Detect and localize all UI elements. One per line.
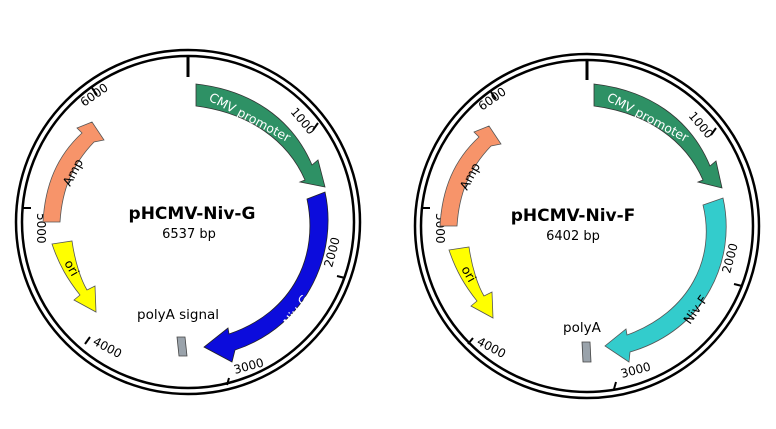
plasmid-size: 6537 bp xyxy=(162,227,216,242)
tick-label-4000: 4000 xyxy=(91,334,125,361)
tick-marks xyxy=(23,87,346,386)
polya-signal-label: polyA signal xyxy=(137,307,219,323)
tick-label-3000: 3000 xyxy=(232,355,265,376)
tick-labels: 1000 2000 3000 4000 5000 6000 xyxy=(433,84,741,380)
tick-1000 xyxy=(312,122,319,131)
tick-label-3000: 3000 xyxy=(619,359,652,380)
feature-cmv-promoter: CMV promoter xyxy=(195,83,326,188)
polya-signal-box xyxy=(176,336,188,357)
backbone-outer-ring xyxy=(413,52,761,400)
cmv-promoter-label: CMV promoter xyxy=(207,89,294,145)
tick-label-4000: 4000 xyxy=(475,334,509,361)
feature-polya: polyA xyxy=(563,320,602,363)
backbone-outer-ring xyxy=(14,48,362,396)
ori-label: ori xyxy=(61,257,82,279)
cmv-promoter-label: CMV promoter xyxy=(605,89,692,145)
amp-arrow xyxy=(439,125,502,227)
plasmid-map-left: 1000 2000 3000 4000 5000 6000 CMV promot… xyxy=(14,48,362,396)
feature-ori: ori xyxy=(448,246,494,319)
tick-marks xyxy=(422,91,743,390)
tick-2000 xyxy=(336,275,346,279)
niv-g-arrow xyxy=(203,191,329,363)
tick-6000 xyxy=(490,91,497,100)
feature-amp: Amp xyxy=(42,121,105,223)
tick-6000 xyxy=(91,87,98,96)
niv-f-arrow xyxy=(604,197,727,363)
tick-1000 xyxy=(710,127,717,136)
feature-amp: Amp xyxy=(439,125,502,227)
plasmid-size: 6402 bp xyxy=(546,229,600,244)
cmv-promoter-arrow xyxy=(593,83,723,189)
feature-polya-signal: polyA signal xyxy=(137,307,219,357)
tick-3000 xyxy=(226,377,230,386)
cmv-promoter-arrow xyxy=(195,83,326,188)
ori-arrow xyxy=(448,246,494,319)
plasmid-map-right: 1000 2000 3000 4000 5000 6000 CMV promot… xyxy=(413,52,761,400)
plasmid-name: pHCMV-Niv-G xyxy=(129,204,256,224)
tick-2000 xyxy=(733,283,743,287)
polya-box xyxy=(581,341,592,363)
feature-ori: ori xyxy=(51,240,97,313)
amp-arrow xyxy=(42,121,105,223)
ori-arrow xyxy=(51,240,97,313)
tick-4000 xyxy=(467,337,474,345)
polya-label: polyA xyxy=(563,320,602,336)
tick-4000 xyxy=(84,336,91,345)
ori-label: ori xyxy=(458,263,479,285)
plasmid-name: pHCMV-Niv-F xyxy=(511,206,636,226)
tick-3000 xyxy=(613,381,617,390)
